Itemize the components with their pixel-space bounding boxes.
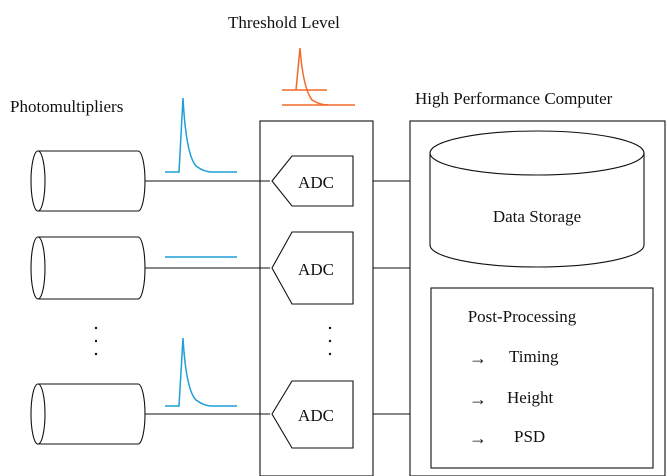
photomultipliers-label: Photomultipliers [10, 97, 123, 116]
adc-label: ADC [298, 260, 334, 279]
adc-label: ADC [298, 406, 334, 425]
adc-block [271, 380, 354, 449]
adc-label: ADC [298, 173, 334, 192]
ellipsis-dots [328, 326, 332, 356]
post-processing-label: Post-Processing [468, 307, 577, 326]
photomultiplier-tube [30, 236, 146, 300]
photomultiplier-tube [30, 150, 146, 212]
post-item-psd: PSD [514, 427, 545, 446]
post-processing-box [430, 287, 654, 469]
pulse-signal [165, 337, 237, 407]
pulse-signal [165, 97, 237, 173]
adc-block [271, 231, 354, 305]
threshold-pulse [282, 47, 355, 106]
adc-block [271, 155, 354, 207]
post-item-timing: Timing [509, 347, 559, 366]
data-storage-label: Data Storage [493, 207, 581, 226]
arrow-right-icon: → [469, 348, 487, 368]
ellipsis-dots [94, 326, 98, 356]
adc-panel [259, 120, 374, 476]
post-item-height: Height [507, 388, 554, 407]
photomultiplier-tube [30, 383, 146, 445]
arrow-right-icon: → [469, 428, 487, 448]
arrow-right-icon: → [469, 389, 487, 409]
data-storage-cylinder [429, 130, 645, 268]
hpc-label: High Performance Computer [415, 89, 613, 108]
threshold-level-label: Threshold Level [228, 13, 340, 32]
hpc-box [409, 120, 666, 476]
